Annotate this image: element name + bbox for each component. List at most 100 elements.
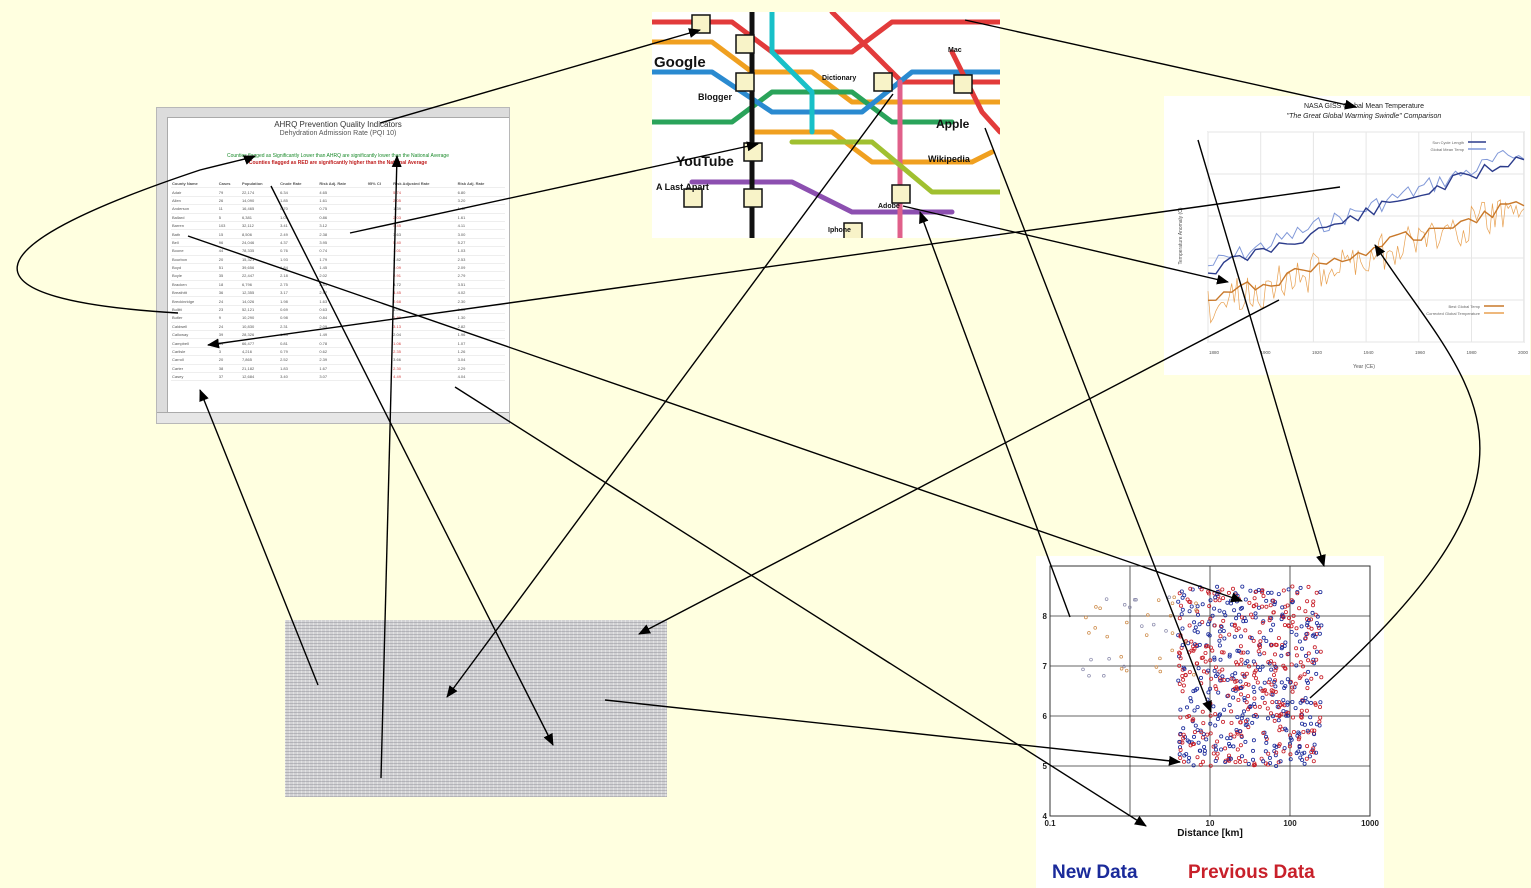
metro-label: Dictionary [822,75,856,82]
legend-new-data: New Data [1052,862,1138,883]
table-cell: 3.63 [392,229,457,239]
scatter-point [1180,643,1185,648]
metro-station [873,72,893,92]
metro-station [735,72,755,92]
scatter-point [1199,587,1204,592]
scatter-point [1154,665,1159,669]
scatter-point [1239,685,1244,690]
scatter-point [1188,586,1193,591]
scatter-point [1289,630,1294,635]
table-cell: 6.80 [456,187,505,197]
table-cell [366,305,393,315]
table-cell: 8,506 [240,229,280,239]
scatter-point [1238,692,1243,697]
scatter-point [1253,590,1258,595]
table-cell: 2.82 [456,322,505,332]
scatter-point [1268,628,1273,633]
scatter-point [1256,588,1261,593]
scatter-point [1294,751,1299,756]
scatter-point [1213,665,1218,670]
scatter-point [1216,690,1221,695]
scatter-point [1107,657,1111,661]
scatter-point [1282,685,1287,690]
scatter-point [1246,682,1251,687]
scatter-point [1268,761,1273,766]
scatter-point [1297,676,1302,681]
table-cell: 7,865 [240,355,280,365]
scatter-point [1226,741,1231,746]
table-cell: 14,026 [240,296,280,306]
scatter-point [1270,714,1275,719]
table-cell: 4.45 [392,288,457,298]
scatter-point [1268,603,1273,608]
scatter-point [1290,699,1295,704]
scatter-point [1285,700,1290,705]
table-cell: 4.45 [392,221,457,231]
scatter-point [1312,742,1317,747]
scatter-point [1202,744,1207,749]
scatter-point [1191,648,1196,653]
scatter-point [1089,657,1093,662]
scatter-point [1277,742,1282,747]
table-cell: 0.84 [318,313,367,323]
table-cell: 1.93 [279,255,319,264]
scatter-point [1285,713,1290,718]
temp-series-line [1207,149,1525,267]
scatter-point [1192,628,1197,633]
scatter-point [1191,741,1196,746]
raw-data-dump-thumbnail [285,620,667,797]
scatter-point [1213,674,1218,679]
sheet-header-cell: Crude Rate [279,180,319,189]
scatter-point [1231,695,1236,700]
scatter-point [1194,608,1198,612]
scatter-point [1290,620,1295,625]
table-cell: Bell [171,238,218,248]
temp-series-line [1207,201,1525,301]
scatter-point [1275,704,1280,709]
table-cell [366,187,393,197]
scatter-point [1209,676,1214,681]
table-cell: 2.03 [392,213,457,222]
scatter-point [1303,653,1308,658]
table-cell: 22,174 [240,187,280,197]
scatter-point [1219,678,1224,683]
temp-legend-entry: Sun Cycle Length [1432,140,1464,145]
table-cell: 2.05 [392,196,457,206]
table-cell: 2.35 [392,347,457,357]
scatter-point [1305,728,1310,733]
scatter-point [1245,650,1250,655]
arrow-metro-to-dump [446,93,894,698]
table-cell: Breathitt [171,288,218,298]
table-cell: 20 [217,255,241,264]
table-cell: 0.62 [318,347,367,357]
table-cell: 1.01 [279,213,319,222]
scatter-point [1251,763,1256,768]
scatter-point [1278,724,1283,729]
scatter-point [1270,692,1275,697]
table-cell: 24 [217,296,241,306]
scatter-point [1119,666,1124,671]
scatter-point [1182,666,1187,671]
scatter-point [1305,680,1310,685]
scatter-point [1181,732,1186,737]
scatter-point [1093,626,1097,630]
scatter-point [1311,759,1316,764]
scatter-point [1290,584,1295,589]
scatter-point [1261,635,1266,640]
scatter-point [1310,728,1315,733]
table-cell: 37 [217,372,241,382]
metro-label: A Last Apart [656,182,709,192]
table-cell: 12,684 [240,372,280,382]
table-cell: 2.79 [456,271,505,281]
scatter-point [1242,698,1247,703]
scatter-point [1223,746,1228,751]
scatter-point [1221,629,1226,634]
scatter-point [1219,650,1224,655]
table-cell [366,372,393,382]
sheet-title: AHRQ Prevention Quality Indicators [274,120,402,129]
table-cell: 9 [217,313,241,323]
